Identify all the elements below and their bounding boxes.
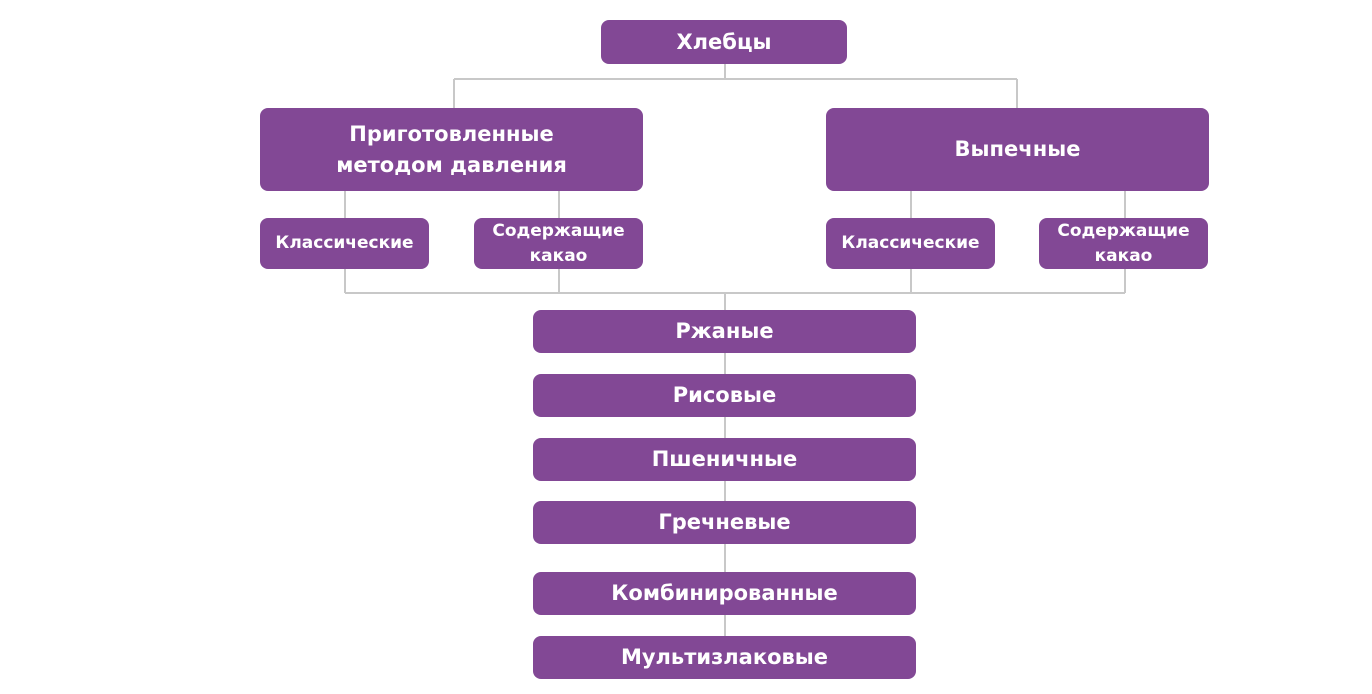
- baked-classic-node: Классические: [826, 218, 995, 269]
- baked-node: Выпечные: [826, 108, 1209, 191]
- pressed-cocoa-node: Содержащие какао: [474, 218, 643, 269]
- grain-multigrain-node: Мультизлаковые: [533, 636, 916, 679]
- grain-buckwheat-node: Гречневые: [533, 501, 916, 544]
- grain-combined-node: Комбинированные: [533, 572, 916, 615]
- grain-rice-node: Рисовые: [533, 374, 916, 417]
- grain-rye-node: Ржаные: [533, 310, 916, 353]
- pressed-method-node: Приготовленные методом давления: [260, 108, 643, 191]
- pressed-classic-node: Классические: [260, 218, 429, 269]
- root-node: Хлебцы: [601, 20, 847, 64]
- baked-cocoa-node: Содержащие какао: [1039, 218, 1208, 269]
- grain-wheat-node: Пшеничные: [533, 438, 916, 481]
